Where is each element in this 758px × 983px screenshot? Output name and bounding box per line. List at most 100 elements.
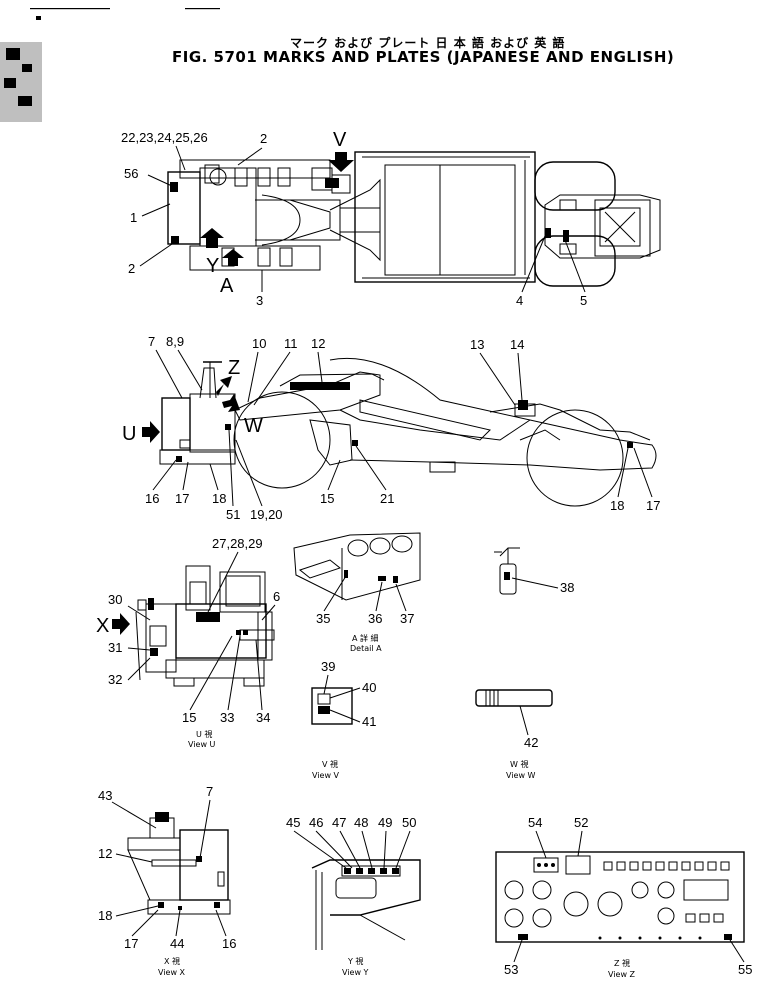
callout-42: 42	[524, 735, 538, 750]
callout-31: 31	[108, 640, 122, 655]
caption-view-w-jp: W 視	[510, 760, 528, 769]
callout-16: 16	[145, 491, 159, 506]
caption-view-u-jp: U 視	[196, 730, 212, 739]
arrow-marker-icon	[142, 421, 160, 443]
callout-33: 33	[220, 710, 234, 725]
callout-55: 55	[738, 962, 752, 977]
view-letter-u: U	[122, 423, 136, 445]
leader-lines-side	[152, 349, 653, 507]
view-u	[135, 565, 275, 687]
callout-44: 44	[170, 936, 184, 951]
callout-56: 56	[124, 166, 138, 181]
callout-35: 35	[316, 611, 330, 626]
caption-view-x-jp: X 視	[164, 957, 180, 966]
callout-18: 18	[212, 491, 226, 506]
callout-15: 15	[320, 491, 334, 506]
callout-36: 36	[368, 611, 382, 626]
leader-lines-a	[323, 575, 407, 612]
caption-view-z-jp: Z 視	[614, 959, 630, 968]
callout-16x: 16	[222, 936, 236, 951]
callout-6: 6	[273, 589, 280, 604]
callout-51: 51	[226, 507, 240, 522]
callout-32: 32	[108, 672, 122, 687]
arrow-marker-icon	[216, 376, 232, 396]
arrow-marker-icon	[112, 613, 130, 635]
callout-10: 10	[252, 336, 266, 351]
view-letter-y: Y	[206, 255, 219, 277]
callout-38: 38	[560, 580, 574, 595]
view-w	[475, 689, 553, 707]
callout-11: 11	[284, 336, 298, 351]
caption-view-u-en: View U	[188, 740, 216, 749]
caption-view-w-en: View W	[506, 771, 536, 780]
leader-38	[511, 577, 559, 589]
callout-34: 34	[256, 710, 270, 725]
callout-21: 21	[380, 491, 394, 506]
arrow-marker-icon	[328, 152, 354, 172]
view-x	[127, 812, 231, 915]
callout-1: 1	[130, 210, 137, 225]
callout-18r: 18	[610, 498, 624, 513]
callout-2b: 2	[128, 261, 135, 276]
callout-17: 17	[175, 491, 189, 506]
callout-22-26: 22,23,24,25,26	[121, 130, 208, 145]
view-y	[311, 859, 421, 950]
caption-detail-a-jp: A 詳 細	[352, 633, 379, 643]
callout-52: 52	[574, 815, 588, 830]
callout-13: 13	[470, 337, 484, 352]
caption-view-x-en: View X	[158, 968, 186, 977]
callout-14: 14	[510, 337, 524, 352]
caption-view-y-jp: Y 視	[347, 957, 363, 966]
view-letter-v: V	[333, 129, 347, 151]
caption-detail-a-en: Detail A	[350, 644, 382, 653]
callout-54: 54	[528, 815, 542, 830]
view-letter-x: X	[96, 615, 109, 637]
caption-view-z-en: View Z	[608, 970, 636, 979]
view-letter-z: Z	[228, 357, 240, 379]
callout-2: 2	[260, 131, 267, 146]
caption-view-v-en: View V	[312, 771, 340, 780]
detail-a	[293, 532, 421, 601]
callout-27-29: 27,28,29	[212, 536, 263, 551]
side-view	[159, 357, 657, 507]
callout-49: 49	[378, 815, 392, 830]
caption-view-v-jp: V 視	[322, 760, 338, 769]
callout-53: 53	[504, 962, 518, 977]
callout-46: 46	[309, 815, 323, 830]
top-view	[167, 151, 661, 287]
callout-40: 40	[362, 680, 376, 695]
callout-39: 39	[321, 659, 335, 674]
callout-43: 43	[98, 788, 112, 803]
caption-view-y-en: View Y	[342, 968, 369, 977]
view-letter-a: A	[220, 275, 234, 297]
callout-15u: 15	[182, 710, 196, 725]
callout-19-20: 19,20	[250, 507, 283, 522]
arrow-marker-icon	[200, 228, 224, 248]
callout-50: 50	[402, 815, 416, 830]
arrow-marker-icon	[222, 249, 244, 266]
callout-12: 12	[311, 336, 325, 351]
leader-lines-top	[139, 145, 586, 293]
title-japanese: マーク および プレート 日 本 語 および 英 語	[290, 36, 566, 50]
arrow-marker-icon	[222, 394, 240, 412]
callout-17r: 17	[646, 498, 660, 513]
callout-45: 45	[286, 815, 300, 830]
callout-48: 48	[354, 815, 368, 830]
leader-42	[519, 705, 529, 736]
view-letter-w: W	[244, 415, 263, 437]
callout-7x: 7	[206, 784, 213, 799]
extinguisher	[494, 547, 520, 595]
leader-lines-y	[293, 830, 411, 869]
leader-lines-u	[127, 551, 276, 711]
leader-lines-z	[513, 830, 745, 963]
callout-7: 7	[148, 334, 155, 349]
callout-47: 47	[332, 815, 346, 830]
callout-5: 5	[580, 293, 587, 308]
callout-37: 37	[400, 611, 414, 626]
callout-8-9: 8,9	[166, 334, 184, 349]
callout-18x: 18	[98, 908, 112, 923]
scan-noise	[0, 8, 220, 122]
callout-3: 3	[256, 293, 263, 308]
view-v	[311, 687, 353, 725]
